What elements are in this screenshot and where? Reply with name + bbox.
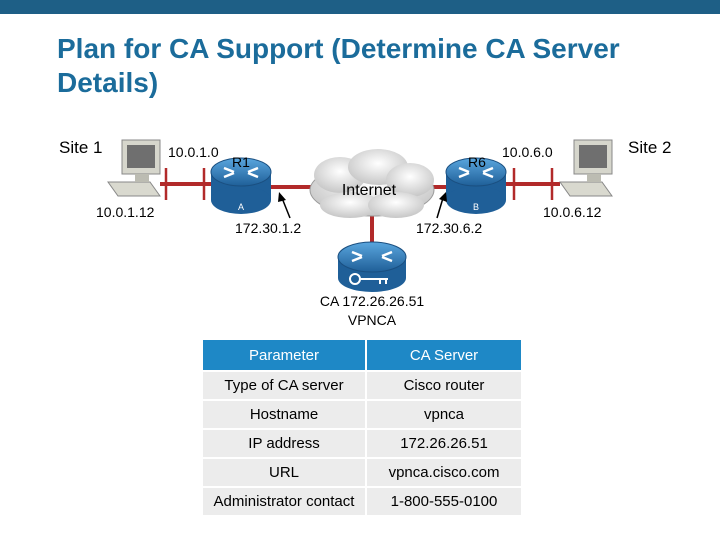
- network-10-0-6-0-label: 10.0.6.0: [502, 144, 553, 160]
- router-r6-icon: [445, 157, 507, 214]
- table-cell-value: 1-800-555-0100: [365, 486, 523, 517]
- pc-site1-icon: [107, 139, 161, 197]
- site2-label: Site 2: [628, 138, 671, 157]
- arrow-r1-icon: [278, 192, 291, 219]
- table-row: Hostname vpnca: [201, 399, 523, 430]
- table-cell-parameter: Type of CA server: [201, 370, 367, 401]
- table-row: Type of CA server Cisco router: [201, 370, 523, 401]
- table-cell-parameter: URL: [201, 457, 367, 488]
- ip-172-30-1-2-label: 172.30.1.2: [235, 220, 301, 236]
- key-icon: [349, 273, 388, 285]
- network-10-0-1-0-label: 10.0.1.0: [168, 144, 219, 160]
- ca-ip-label: CA 172.26.26.51: [320, 293, 425, 309]
- r1-label: R1: [232, 154, 250, 170]
- pc-site2-icon: [559, 139, 613, 197]
- table-row: IP address 172.26.26.51: [201, 428, 523, 459]
- table-header-row: Parameter CA Server: [201, 338, 523, 372]
- ip-172-30-6-2-label: 172.30.6.2: [416, 220, 482, 236]
- site1-label: Site 1: [59, 138, 102, 157]
- internet-cloud-icon: [309, 149, 435, 218]
- network-links: [160, 168, 560, 245]
- table-cell-value: Cisco router: [365, 370, 523, 401]
- arrow-r6-icon: [436, 192, 447, 219]
- table-cell-parameter: Hostname: [201, 399, 367, 430]
- router-a-label: A: [238, 202, 244, 212]
- table-cell-parameter: IP address: [201, 428, 367, 459]
- page-title: Plan for CA Support (Determine CA Server…: [57, 33, 620, 98]
- internet-label: Internet: [342, 182, 397, 199]
- header-parameter: Parameter: [201, 338, 367, 372]
- host-10-0-6-12-label: 10.0.6.12: [543, 204, 602, 220]
- table-cell-value: vpnca: [365, 399, 523, 430]
- table-cell-value: 172.26.26.51: [365, 428, 523, 459]
- host-10-0-1-12-label: 10.0.1.12: [96, 204, 155, 220]
- ca-parameters-table: Parameter CA Server Type of CA server Ci…: [201, 338, 523, 517]
- ca-name-label: VPNCA: [348, 312, 397, 328]
- table-cell-parameter: Administrator contact: [201, 486, 367, 517]
- table-cell-value: vpnca.cisco.com: [365, 457, 523, 488]
- table-row: Administrator contact 1-800-555-0100: [201, 486, 523, 517]
- router-b-label: B: [473, 202, 479, 212]
- header-ca-server: CA Server: [365, 338, 523, 372]
- router-r1-icon: [210, 157, 272, 214]
- top-bar: [0, 0, 720, 14]
- ca-router-icon: [337, 241, 407, 292]
- r6-label: R6: [468, 154, 486, 170]
- table-row: URL vpnca.cisco.com: [201, 457, 523, 488]
